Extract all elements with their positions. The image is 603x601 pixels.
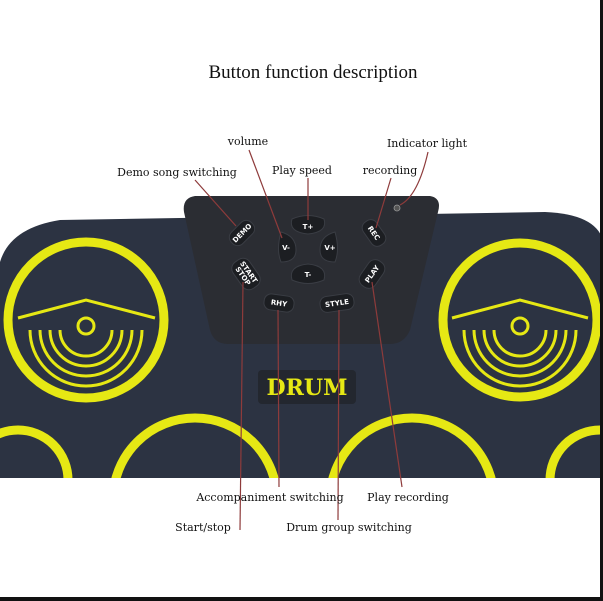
play-button[interactable]: PLAY	[356, 257, 388, 292]
brand-plate	[258, 370, 356, 404]
label-recording: recording	[363, 164, 418, 177]
svg-text:V-: V-	[282, 244, 290, 252]
svg-text:V+: V+	[324, 244, 335, 252]
left-pad-arcs	[17, 298, 156, 388]
right-pad-arcs	[451, 298, 589, 388]
label-demo-song-switching: Demo song switching	[117, 166, 237, 179]
style-button[interactable]: STYLE	[319, 293, 355, 314]
right-drum-pad	[438, 238, 602, 402]
diagram-title: Button function description	[209, 62, 418, 83]
svg-text:RHY: RHY	[270, 298, 288, 308]
right-border	[600, 0, 603, 601]
demo-button[interactable]: DEMO	[226, 217, 257, 248]
label-accompaniment-switching: Accompaniment switching	[195, 491, 343, 504]
bottom-border	[0, 597, 603, 601]
label-volume: volume	[227, 135, 268, 148]
volume-up-button[interactable]: V+	[319, 231, 338, 263]
label-play-speed: Play speed	[272, 164, 332, 177]
brand-logo: DRUM	[267, 375, 348, 401]
volume-down-button[interactable]: V-	[278, 231, 297, 263]
tempo-down-button[interactable]: T-	[290, 263, 326, 284]
label-drum-group-switching: Drum group switching	[286, 521, 412, 534]
svg-text:STYLE: STYLE	[325, 298, 350, 309]
left-drum-pad	[3, 237, 169, 403]
drum-body: DRUM	[0, 212, 603, 601]
leader-lines	[194, 149, 429, 531]
svg-text:T+: T+	[303, 223, 314, 231]
record-button[interactable]: REC	[359, 217, 388, 249]
label-indicator-light: Indicator light	[387, 137, 468, 150]
label-play-recording: Play recording	[367, 491, 449, 504]
label-start-stop: Start/stop	[175, 521, 231, 534]
indicator-light	[393, 204, 401, 212]
svg-text:T-: T-	[305, 271, 312, 279]
